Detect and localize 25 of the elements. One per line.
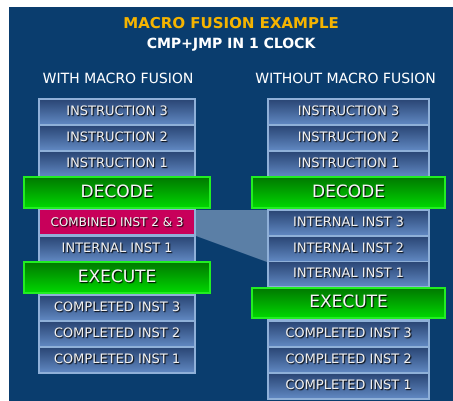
fused-instruction-row: COMBINED INST 2 & 3: [40, 210, 194, 234]
instruction-row: INTERNAL INST 2: [269, 237, 428, 261]
instruction-row: INSTRUCTION 1: [40, 152, 194, 176]
instruction-row: COMPLETED INST 2: [40, 322, 194, 346]
instruction-row: INSTRUCTION 3: [269, 100, 428, 124]
stage-bar: DECODE: [23, 176, 211, 209]
instruction-row: COMPLETED INST 3: [40, 296, 194, 320]
column-heading: WITH MACRO FUSION: [42, 70, 194, 89]
instruction-row: COMPLETED INST 2: [269, 348, 428, 372]
instruction-row: INTERNAL INST 3: [269, 211, 428, 235]
instruction-row: INTERNAL INST 1: [269, 262, 428, 286]
instruction-row: COMPLETED INST 1: [269, 374, 428, 398]
instruction-row: INSTRUCTION 1: [269, 152, 428, 176]
instruction-row: INTERNAL INST 1: [40, 237, 194, 261]
instruction-row: COMPLETED INST 3: [269, 322, 428, 346]
stage-bar: DECODE: [251, 176, 446, 209]
column-heading: WITHOUT MACRO FUSION: [254, 70, 437, 89]
subtitle: CMP+JMP IN 1 CLOCK: [146, 35, 316, 54]
title: MACRO FUSION EXAMPLE: [122, 13, 340, 34]
instruction-row: INSTRUCTION 2: [40, 126, 194, 150]
instruction-row: INSTRUCTION 2: [269, 126, 428, 150]
stage-bar: EXECUTE: [23, 261, 211, 294]
instruction-row: COMPLETED INST 1: [40, 348, 194, 372]
stage-bar: EXECUTE: [251, 287, 446, 319]
instruction-row: INSTRUCTION 3: [40, 100, 194, 124]
